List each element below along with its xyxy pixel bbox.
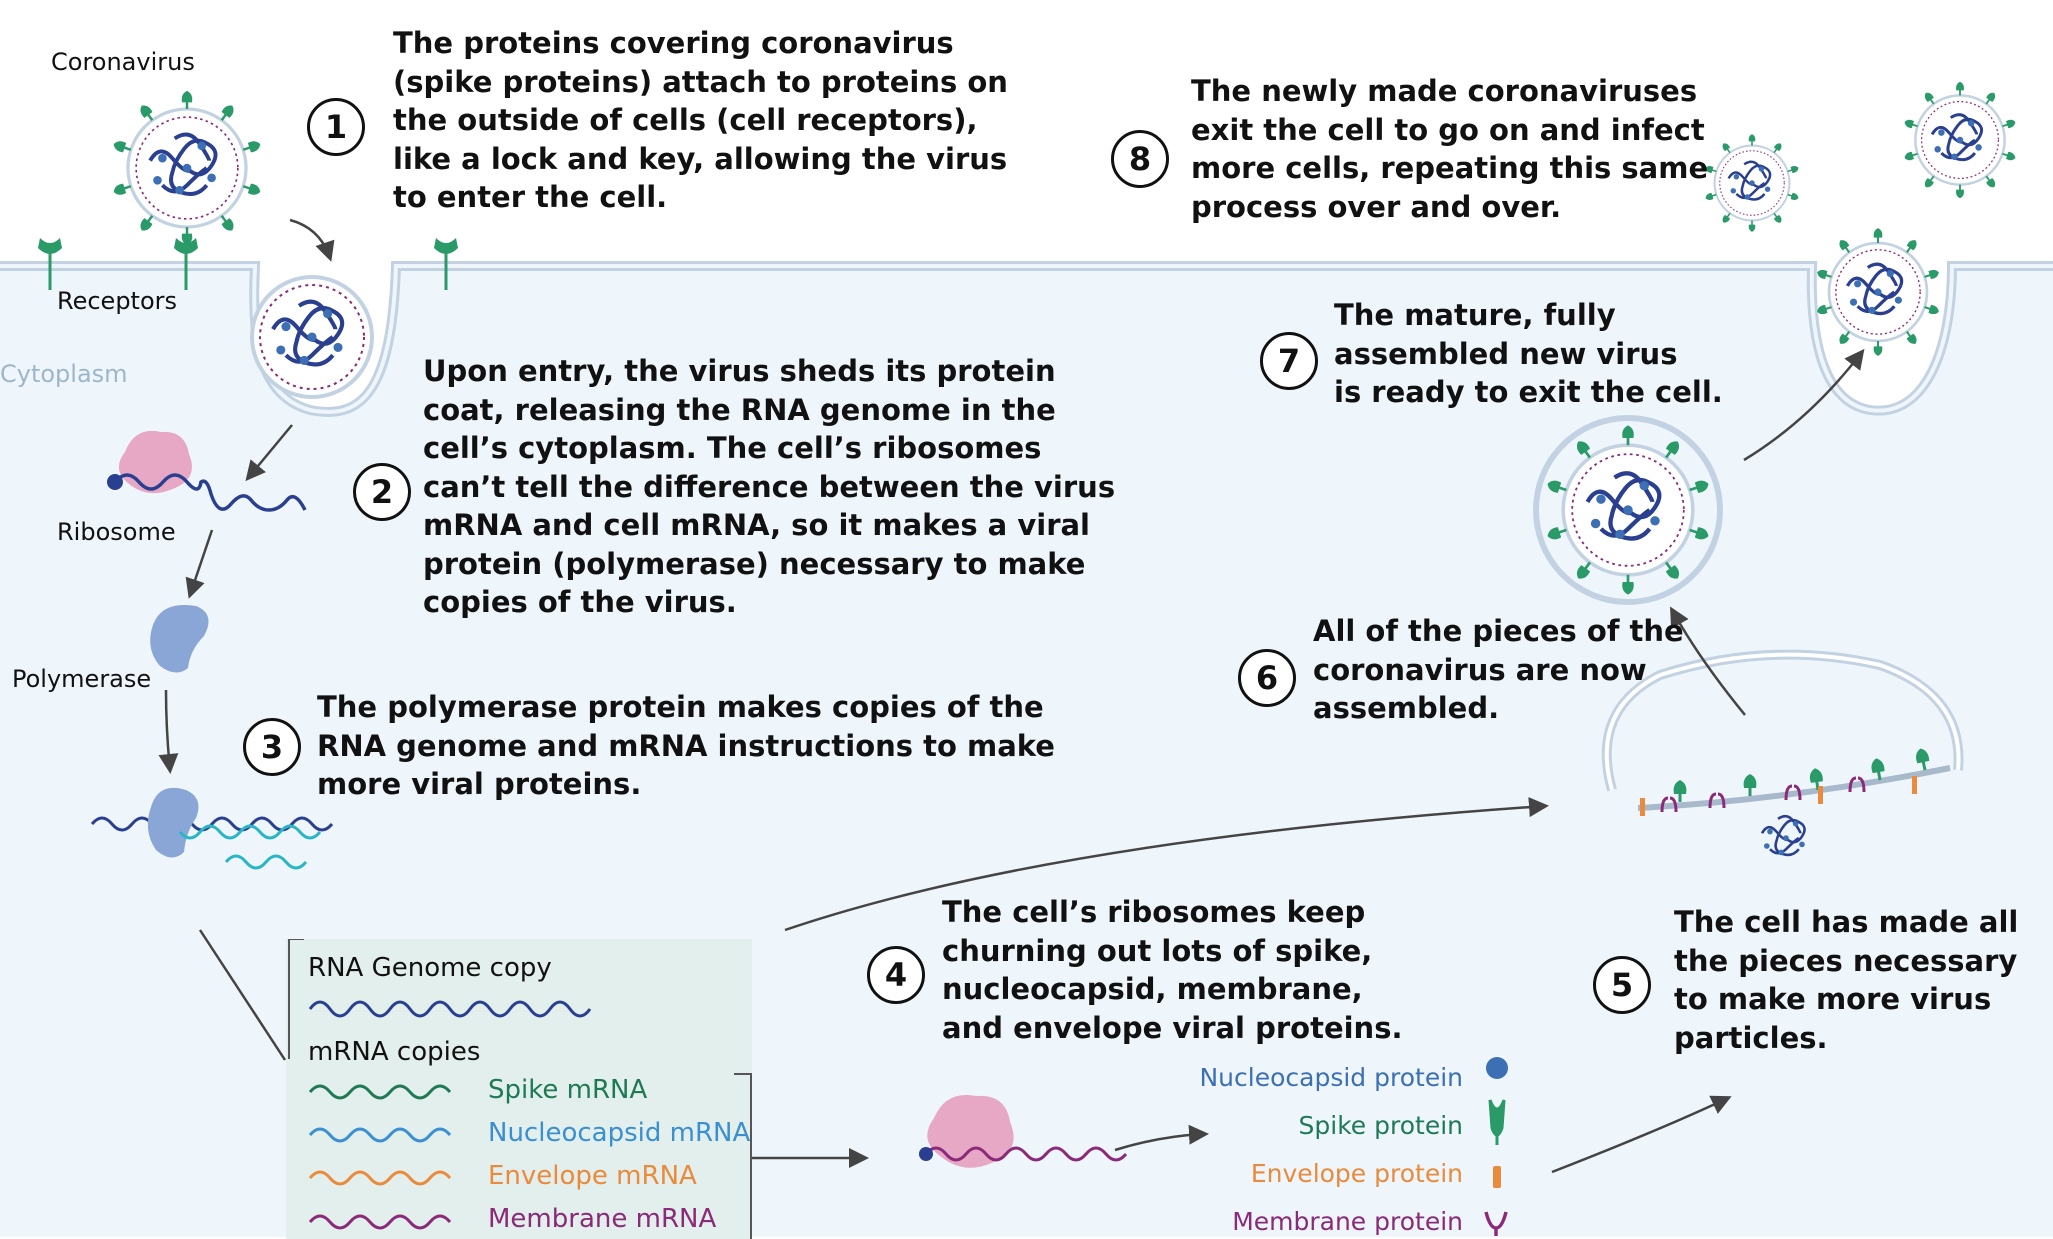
envelope-protein-icon bbox=[1493, 1166, 1501, 1188]
spike-protein-label: Spike protein bbox=[1298, 1111, 1463, 1140]
membrane-protein-icon bbox=[1484, 1211, 1508, 1236]
cytoplasm-label: Cytoplasm bbox=[0, 360, 128, 388]
virus-icon-released-2 bbox=[1903, 82, 2016, 199]
ribosome-icon-step4 bbox=[919, 1094, 1128, 1168]
virus-icon-entering bbox=[112, 91, 262, 245]
polymerase-copying-icon bbox=[90, 787, 334, 870]
legend-mrna-title: mRNA copies bbox=[308, 1037, 481, 1067]
virus-icon-released-1 bbox=[1704, 134, 1799, 232]
step-8-badge: 8 bbox=[1111, 130, 1169, 188]
step-3-text: The polymerase protein makes copies of t… bbox=[317, 690, 1055, 801]
step-1-text: The proteins covering coronavirus(spike … bbox=[393, 26, 1008, 214]
legend-spike-mrna: Spike mRNA bbox=[488, 1075, 648, 1105]
nucleocapsid-protein-label: Nucleocapsid protein bbox=[1199, 1063, 1463, 1092]
virus-icon-endosome bbox=[252, 277, 372, 397]
legend-envelope-mrna: Envelope mRNA bbox=[488, 1161, 697, 1191]
rna-legend-box: RNA Genome copy mRNA copies Spike mRNA N… bbox=[286, 939, 752, 1239]
step-2-badge: 2 bbox=[353, 463, 411, 521]
step-7-badge: 7 bbox=[1260, 332, 1318, 390]
legend-membrane-mrna: Membrane mRNA bbox=[488, 1204, 717, 1234]
polymerase-label: Polymerase bbox=[12, 665, 152, 693]
spike-protein-icon bbox=[1488, 1099, 1506, 1145]
step-4-badge: 4 bbox=[867, 946, 925, 1004]
receptors-label: Receptors bbox=[57, 287, 178, 315]
coronavirus-label: Coronavirus bbox=[51, 48, 195, 76]
membrane-protein-label: Membrane protein bbox=[1232, 1207, 1463, 1236]
step-3-badge: 3 bbox=[243, 718, 301, 776]
legend-art bbox=[288, 939, 752, 1239]
assembly-vesicle-icon bbox=[1601, 649, 1964, 857]
mature-virus-icon bbox=[1533, 415, 1723, 605]
ribosome-label: Ribosome bbox=[57, 518, 176, 546]
virus-icon-exiting bbox=[1816, 228, 1940, 356]
polymerase-icon bbox=[150, 604, 209, 673]
envelope-protein-label: Envelope protein bbox=[1250, 1159, 1463, 1188]
legend-genome-title: RNA Genome copy bbox=[308, 953, 552, 983]
step-6-badge: 6 bbox=[1238, 649, 1296, 707]
legend-nucleocapsid-mrna: Nucleocapsid mRNA bbox=[488, 1118, 751, 1148]
step-1-badge: 1 bbox=[307, 98, 365, 156]
step-5-badge: 5 bbox=[1593, 956, 1651, 1014]
nucleocapsid-protein-icon bbox=[1486, 1057, 1508, 1079]
ribosome-icon bbox=[107, 430, 307, 512]
